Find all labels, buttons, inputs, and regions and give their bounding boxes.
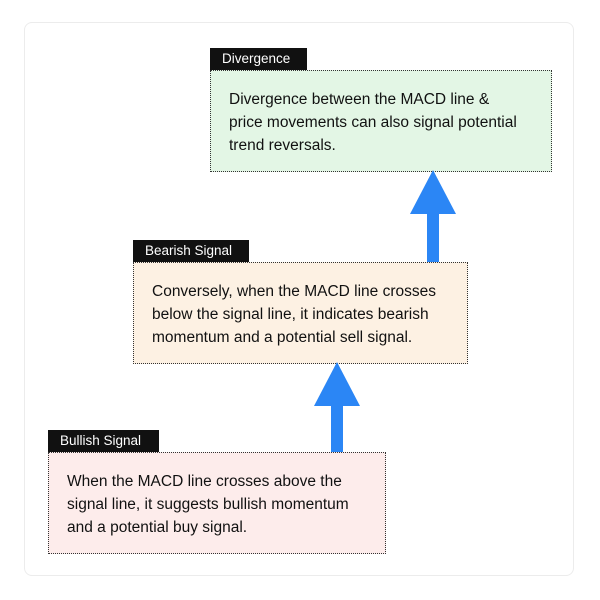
bearish-tag: Bearish Signal: [133, 240, 249, 262]
bullish-text-line: and a potential buy signal.: [67, 519, 248, 536]
bullish-text-line: signal line, it suggests bullish momentu…: [67, 496, 349, 513]
divergence-text-line: price movements can also signal potentia…: [229, 114, 517, 131]
arrow-up-icon: [314, 362, 360, 454]
arrow-shaft: [427, 213, 439, 262]
divergence-text-line: trend reversals.: [229, 137, 336, 154]
arrow-shaft: [331, 405, 343, 454]
arrow-up-icon: [410, 170, 456, 262]
divergence-tag: Divergence: [210, 48, 307, 70]
bearish-text-line: below the signal line, it indicates bear…: [152, 306, 429, 323]
divergence-text-line: Divergence between the MACD line &: [229, 91, 490, 108]
arrow-head: [314, 362, 360, 406]
divergence-box: Divergence between the MACD line & price…: [210, 70, 552, 172]
arrow-head: [410, 170, 456, 214]
bullish-tag: Bullish Signal: [48, 430, 159, 452]
bullish-text-line: When the MACD line crosses above the: [67, 473, 342, 490]
bearish-text-line: Conversely, when the MACD line crosses: [152, 283, 436, 300]
bearish-box: Conversely, when the MACD line crosses b…: [133, 262, 468, 364]
bullish-box: When the MACD line crosses above the sig…: [48, 452, 386, 554]
bearish-text-line: momentum and a potential sell signal.: [152, 329, 413, 346]
